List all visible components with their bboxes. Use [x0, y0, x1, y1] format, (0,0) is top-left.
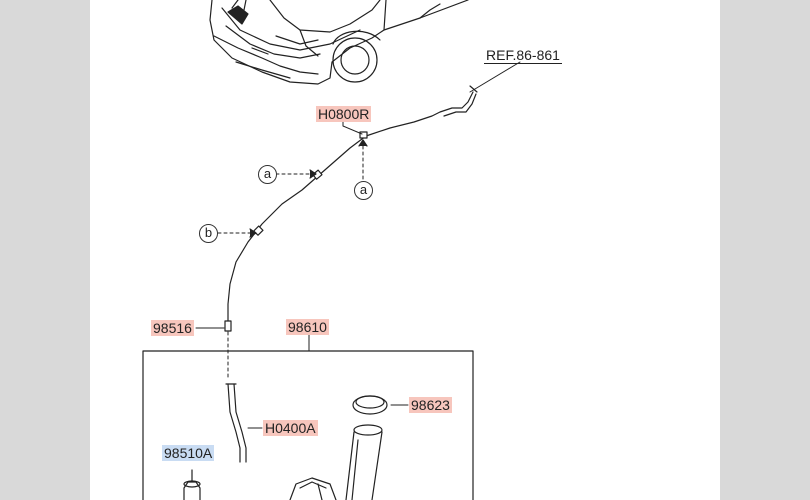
pump-98510A-shape: [183, 469, 201, 500]
reservoir-box: [142, 350, 474, 500]
ref-label: REF.86-861: [484, 47, 562, 64]
callout-a-right: a: [354, 181, 373, 200]
part-label-98623[interactable]: 98623: [409, 397, 452, 413]
connector-98516-shape: [224, 320, 232, 332]
hose-clip-2: [312, 169, 323, 180]
part-label-98510a[interactable]: 98510A: [162, 445, 215, 461]
callout-b: b: [199, 224, 218, 243]
part-label-98516[interactable]: 98516: [151, 320, 194, 336]
hose-route-lower: [227, 383, 241, 463]
filler-neck: [345, 424, 383, 500]
hose-clip-1: [359, 131, 368, 139]
part-label-h0800r[interactable]: H0800R: [316, 106, 372, 122]
car-illustration: [209, 0, 469, 85]
cap-98623-shape: [352, 395, 388, 415]
part-label-h0400a[interactable]: H0400A: [263, 420, 318, 436]
diagram-panel: [90, 0, 720, 500]
callout-a-left: a: [258, 165, 277, 184]
reservoir-body: [289, 477, 337, 500]
part-label-98610[interactable]: 98610: [286, 319, 329, 335]
hose-route-upper: [227, 85, 478, 323]
